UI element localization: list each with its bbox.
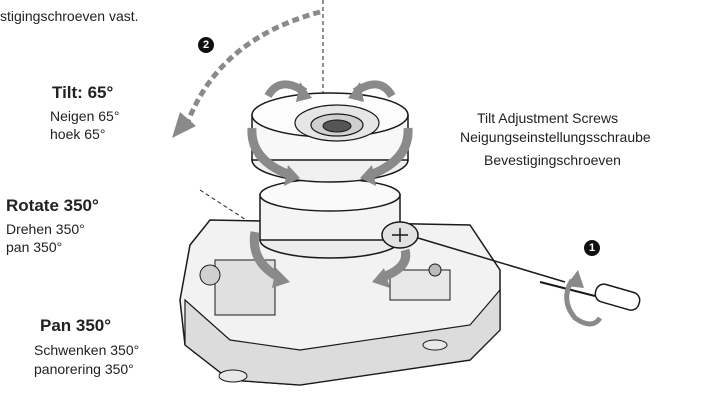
board-screw (428, 263, 442, 277)
pan-line-1: Schwenken 350° (34, 342, 140, 358)
pan-column-top (259, 178, 401, 212)
mount-tab-left (218, 369, 248, 383)
cable-port (199, 264, 221, 286)
pan-heading: Pan 350° (40, 316, 112, 335)
screwdriver-pointer (417, 237, 566, 283)
screwdriver-handle (594, 283, 641, 311)
screws-line-1: Tilt Adjustment Screws (477, 110, 619, 126)
step-one-marker: 1 (584, 240, 600, 256)
rotate-arrow-right (368, 127, 413, 180)
screws-line-3: Bevestigingschroeven (484, 152, 621, 168)
rotate-line-2: pan 350° (6, 239, 63, 255)
pan-line-2: panorering 350° (34, 361, 134, 377)
screws-line-2: Neigungseinstellungsschraube (460, 129, 651, 145)
screw-turn-arrow (564, 278, 603, 327)
rotate-heading: Rotate 350° (6, 196, 99, 215)
circuit-board (389, 269, 451, 301)
tilt-line-1: Neigen 65° (50, 108, 120, 124)
top-caption-fragment: stigingschroeven vast. (0, 8, 139, 24)
rotate-line-1: Drehen 350° (6, 221, 85, 237)
tilt-heading: Tilt: 65° (52, 83, 114, 102)
tilt-arc-arrowhead (172, 112, 196, 138)
lens-glass (322, 119, 352, 133)
step-two-marker: 2 (198, 37, 214, 53)
tilt-arc-arrow (182, 9, 321, 131)
tilt-line-2: hoek 65° (50, 126, 106, 142)
rotate-arrow-left (247, 127, 292, 180)
mount-tab-right (422, 339, 448, 351)
camera-base-skirt (184, 288, 501, 386)
